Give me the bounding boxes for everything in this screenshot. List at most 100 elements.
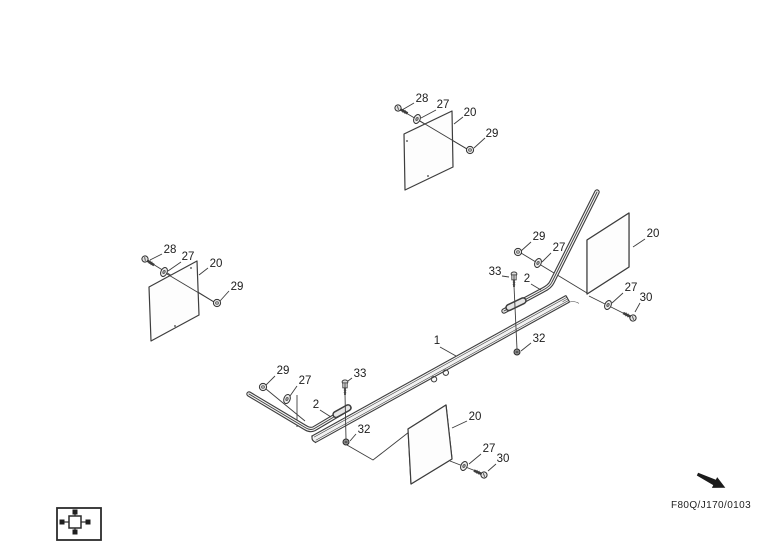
assembly-axis-line (265, 388, 306, 422)
callout-27-top: 27 (420, 99, 450, 119)
leader-line (520, 241, 532, 252)
rail-channel-flange (569, 301, 580, 304)
rail-edge (315, 300, 569, 441)
panel-hole (406, 140, 408, 142)
right-rod-part-2 (501, 189, 600, 356)
leader-line (167, 261, 182, 272)
rod-sleeve (333, 405, 351, 417)
part-label: 28 (164, 244, 177, 256)
callout-30-right-panel: 30 (634, 292, 653, 313)
washer-27-icon (532, 256, 544, 270)
callout-28-top: 28 (401, 93, 428, 111)
part-label: 32 (358, 424, 371, 436)
assembly-position-icon (56, 507, 102, 541)
leader-line (420, 109, 437, 119)
part-label: 27 (437, 99, 450, 111)
part-label: 20 (647, 228, 660, 240)
callout-27-right-rod: 27 (541, 242, 565, 263)
panel-20-left (148, 260, 200, 342)
callout-29-top: 29 (473, 128, 499, 149)
callout-29-right-rod: 29 (520, 231, 546, 252)
part-label: 20 (210, 258, 223, 270)
callout-33-left-rod: 33 (347, 368, 366, 382)
rod-sleeve (506, 298, 526, 310)
screw-30-icon (471, 466, 490, 481)
leader-line (289, 385, 298, 397)
washer-27-icon (602, 298, 614, 312)
washer-27-icon (458, 459, 470, 473)
legend-node (72, 529, 78, 535)
nut-32-icon (513, 348, 521, 356)
screw-30-icon (620, 308, 639, 324)
part-label: 2 (313, 399, 319, 411)
assembly-axis-line (419, 120, 468, 150)
top-panel-group (392, 102, 475, 191)
rail-profile-line (562, 298, 568, 302)
leader-line (349, 433, 357, 442)
rail-edge (311, 295, 567, 437)
part-label: 1 (434, 335, 440, 347)
part-label: 29 (231, 281, 244, 293)
screw-28-icon (392, 102, 411, 118)
bottom-striped-panel-group (346, 404, 490, 485)
leader-line (473, 137, 486, 149)
callout-2-right-rod: 2 (524, 273, 542, 291)
leader-line (634, 302, 641, 313)
part-label: 33 (489, 266, 502, 278)
washer-27-icon (411, 112, 423, 126)
leader-line (347, 377, 353, 382)
panel-outline (407, 404, 453, 485)
part-label: 32 (533, 333, 546, 345)
callout-27-left: 27 (167, 251, 194, 272)
legend-center-part (68, 515, 82, 529)
legend-node (85, 519, 91, 525)
leader-line (219, 290, 230, 302)
part-label: 29 (486, 128, 499, 140)
nut-32-icon (342, 438, 350, 446)
assembly-axis-line (346, 431, 410, 461)
panel-outline (586, 212, 630, 295)
rod-centerline (248, 393, 350, 430)
part-label: 29 (277, 365, 290, 377)
assembly-axis-line (166, 273, 215, 303)
part-label: 20 (464, 107, 477, 119)
screw-28-icon (139, 253, 158, 270)
callout-29-left-rod: 29 (265, 365, 290, 386)
leader-line (453, 116, 464, 125)
leader-line (401, 102, 415, 111)
callout-27-left-rod: 27 (289, 375, 312, 397)
rail-body (311, 295, 570, 443)
part-label: 27 (299, 375, 312, 387)
part-label: 20 (469, 411, 482, 423)
panel-hole (190, 267, 192, 269)
callout-32-left-rod: 32 (349, 424, 371, 442)
callout-29-left: 29 (219, 281, 244, 302)
nut-29-icon (465, 145, 475, 155)
rail-edge (314, 301, 570, 444)
callout-27-bottom-panel: 27 (468, 443, 496, 465)
callout-32-right-rod: 32 (520, 333, 546, 352)
leader-line (265, 375, 276, 386)
panel-hole (174, 325, 176, 327)
leader-line (632, 238, 646, 248)
part-label: 30 (640, 292, 653, 304)
part-label: 29 (533, 231, 546, 243)
leader-line (611, 292, 624, 304)
rail-edge (313, 297, 568, 438)
washer-27-icon (158, 265, 170, 279)
right-striped-panel-group (513, 212, 639, 324)
callout-1-rail: 1 (434, 335, 457, 357)
figure-code: F80Q/J170/0103 (671, 500, 751, 511)
bolt-axis-line (344, 393, 347, 440)
part-label: 30 (497, 453, 510, 465)
callout-33-right-rod: 33 (489, 266, 510, 278)
leader-line (468, 453, 482, 465)
callout-20-top: 20 (453, 107, 477, 125)
nut-29-icon (212, 298, 222, 308)
leader-line (451, 420, 468, 429)
legend-node (72, 509, 78, 515)
next-page-arrow-icon (696, 472, 726, 488)
part-label: 27 (483, 443, 496, 455)
bolt-33-icon (341, 378, 349, 396)
callout-2-left-rod: 2 (313, 399, 332, 418)
